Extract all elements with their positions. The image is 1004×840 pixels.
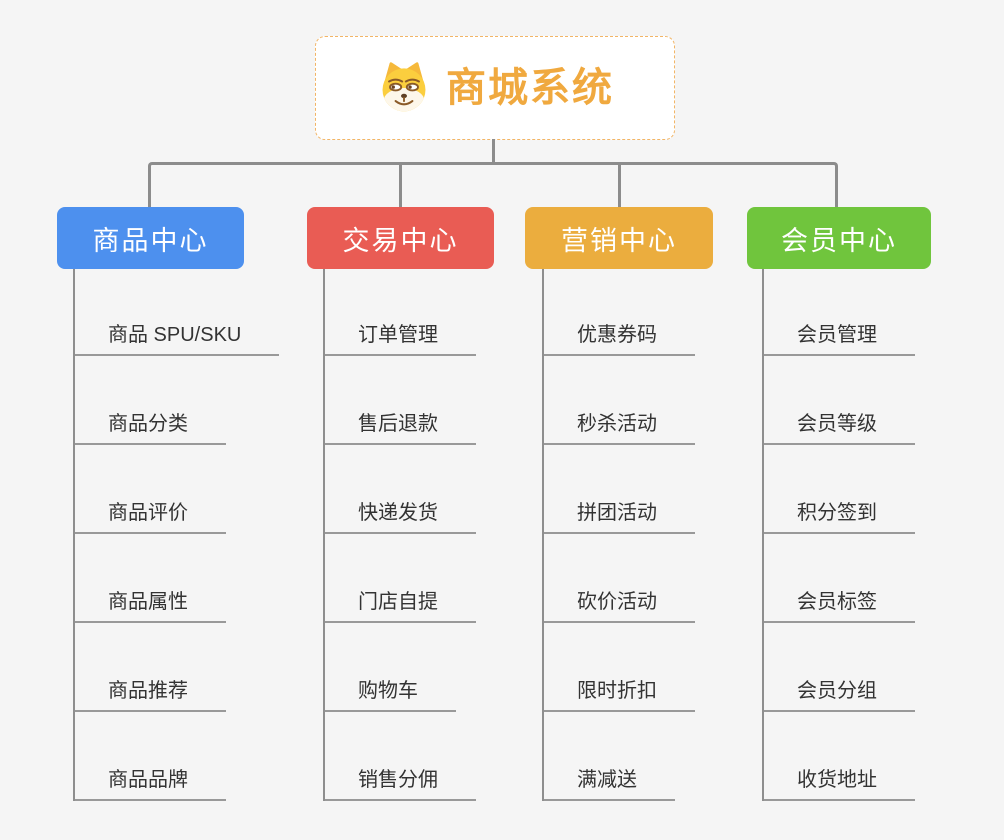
leaf-node[interactable]: 会员标签 (764, 534, 915, 623)
leaf-node[interactable]: 会员等级 (764, 356, 915, 445)
branch-header-marketing-center[interactable]: 营销中心 (525, 207, 713, 269)
branch-header-product-center[interactable]: 商品中心 (57, 207, 244, 269)
leaf-node[interactable]: 会员分组 (764, 623, 915, 712)
branch-header-trade-center[interactable]: 交易中心 (307, 207, 494, 269)
leaf-node[interactable]: 商品评价 (75, 445, 226, 534)
leaf-node[interactable]: 秒杀活动 (544, 356, 695, 445)
leaf-node[interactable]: 积分签到 (764, 445, 915, 534)
leaf-node[interactable]: 会员管理 (764, 269, 915, 356)
leaf-node[interactable]: 销售分佣 (325, 712, 476, 801)
connector-stub-branch3 (618, 165, 621, 208)
leaf-node[interactable]: 优惠券码 (544, 269, 695, 356)
leaf-node[interactable]: 快递发货 (325, 445, 476, 534)
root-title: 商城系统 (446, 66, 614, 110)
leaf-node[interactable]: 购物车 (325, 623, 456, 712)
doge-icon (382, 62, 426, 112)
connector-root-stub (492, 139, 495, 164)
branch-column-trade: 订单管理 售后退款 快递发货 门店自提 购物车 销售分佣 (323, 269, 476, 801)
leaf-node[interactable]: 满减送 (544, 712, 675, 801)
branch-column-member: 会员管理 会员等级 积分签到 会员标签 会员分组 收货地址 (762, 269, 915, 801)
branch-header-member-center[interactable]: 会员中心 (747, 207, 931, 269)
leaf-node[interactable]: 收货地址 (764, 712, 915, 801)
connector-stub-branch2 (399, 165, 402, 208)
branch-column-product: 商品 SPU/SKU 商品分类 商品评价 商品属性 商品推荐 商品品牌 (73, 269, 280, 801)
leaf-node[interactable]: 售后退款 (325, 356, 476, 445)
leaf-node[interactable]: 门店自提 (325, 534, 476, 623)
leaf-node[interactable]: 拼团活动 (544, 445, 695, 534)
leaf-node[interactable]: 砍价活动 (544, 534, 695, 623)
leaf-node[interactable]: 商品属性 (75, 534, 226, 623)
root-node[interactable]: 商城系统 (315, 36, 675, 140)
leaf-node[interactable]: 商品品牌 (75, 712, 226, 801)
leaf-node[interactable]: 订单管理 (325, 269, 476, 356)
leaf-node[interactable]: 商品分类 (75, 356, 226, 445)
connector-top-rail (148, 162, 838, 208)
leaf-node[interactable]: 商品 SPU/SKU (75, 269, 280, 356)
leaf-node[interactable]: 限时折扣 (544, 623, 695, 712)
leaf-node[interactable]: 商品推荐 (75, 623, 226, 712)
branch-column-marketing: 优惠券码 秒杀活动 拼团活动 砍价活动 限时折扣 满减送 (542, 269, 695, 801)
